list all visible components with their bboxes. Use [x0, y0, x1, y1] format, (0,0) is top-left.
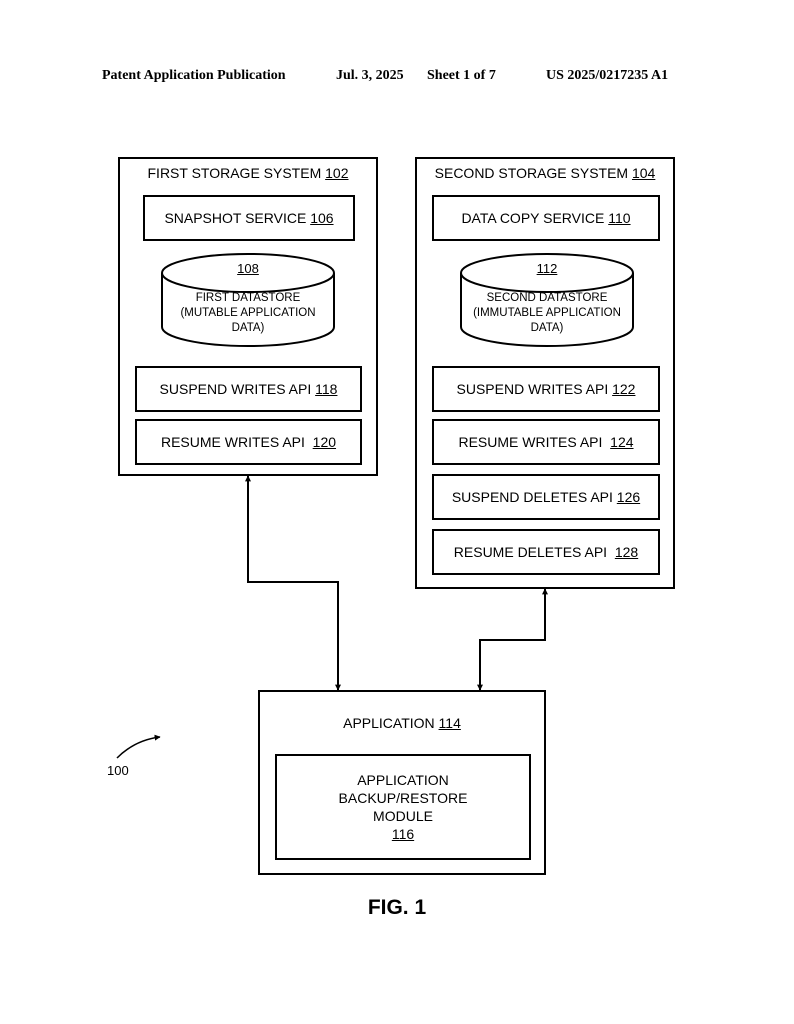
- header-sheet: Sheet 1 of 7: [427, 68, 496, 83]
- first-storage-system: FIRST STORAGE SYSTEM 102 SNAPSHOT SERVIC…: [118, 157, 378, 476]
- application: APPLICATION 114 APPLICATION BACKUP/RESTO…: [258, 690, 546, 875]
- suspend-writes-api-122[interactable]: SUSPEND WRITES API 122: [432, 366, 660, 412]
- suspend-deletes-api-126[interactable]: SUSPEND DELETES API 126: [432, 474, 660, 520]
- resume-writes-api-124[interactable]: RESUME WRITES API 124: [432, 419, 660, 465]
- first-storage-system-title: FIRST STORAGE SYSTEM 102: [147, 165, 349, 181]
- first-datastore: 108 FIRST DATASTORE (MUTABLE APPLICATION…: [160, 252, 336, 348]
- first-datastore-ref: 108: [237, 261, 259, 276]
- second-storage-system: SECOND STORAGE SYSTEM 104 DATA COPY SERV…: [415, 157, 675, 589]
- suspend-writes-api-118[interactable]: SUSPEND WRITES API 118: [135, 366, 362, 412]
- second-datastore-cylinder: [460, 253, 634, 347]
- first-datastore-cylinder: [161, 253, 335, 347]
- header-number: US 2025/0217235 A1: [546, 68, 669, 83]
- arrow-first-system-to-application: [245, 475, 341, 691]
- second-storage-system-title: SECOND STORAGE SYSTEM 104: [434, 165, 656, 181]
- patent-header: Patent Application Publication Jul. 3, 2…: [0, 68, 794, 88]
- application-title: APPLICATION 114: [343, 715, 461, 731]
- second-datastore-ref: 112: [536, 261, 558, 276]
- figure-caption: FIG. 1: [367, 896, 427, 919]
- backup-restore-module[interactable]: APPLICATION BACKUP/RESTORE MODULE 116: [275, 754, 531, 860]
- figure-ref-arrow: [116, 734, 161, 759]
- second-datastore-label: SECOND DATASTORE (IMMUTABLE APPLICATION …: [473, 292, 621, 334]
- data-copy-service[interactable]: DATA COPY SERVICE 110: [432, 195, 660, 241]
- resume-writes-api-120[interactable]: RESUME WRITES API 120: [135, 419, 362, 465]
- figure-ref-label: 100: [107, 763, 129, 778]
- arrow-second-system-to-application: [477, 588, 548, 691]
- second-datastore: 112 SECOND DATASTORE (IMMUTABLE APPLICAT…: [459, 252, 635, 348]
- resume-deletes-api-128[interactable]: RESUME DELETES API 128: [432, 529, 660, 575]
- snapshot-service[interactable]: SNAPSHOT SERVICE 106: [143, 195, 355, 241]
- header-date: Jul. 3, 2025: [336, 68, 404, 83]
- first-datastore-label: FIRST DATASTORE (MUTABLE APPLICATION DAT…: [180, 292, 316, 334]
- header-publication: Patent Application Publication: [102, 68, 286, 83]
